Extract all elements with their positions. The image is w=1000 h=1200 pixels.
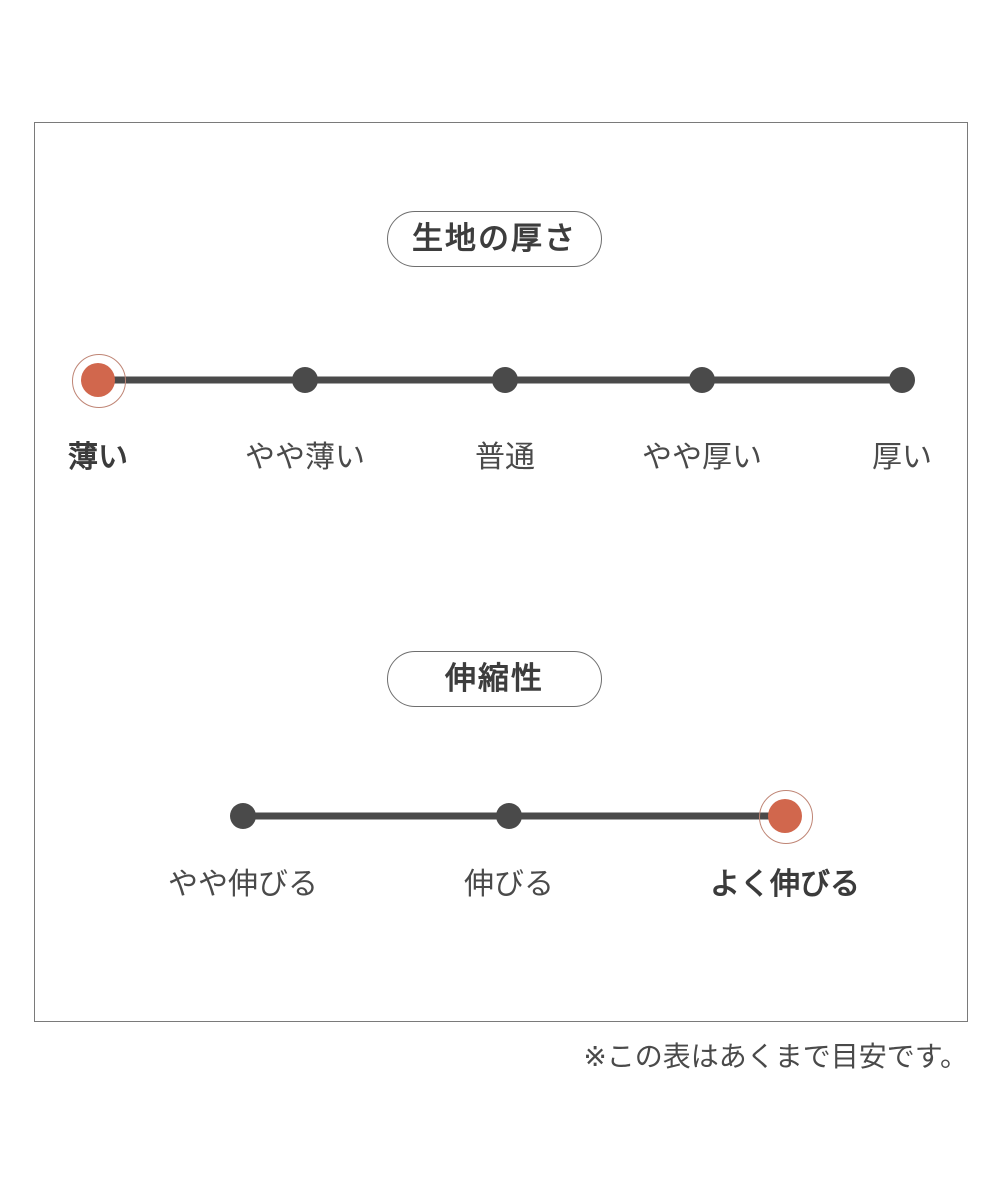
thickness-dot-2[interactable] <box>492 367 518 393</box>
stretch-label-0: やや伸びる <box>168 867 318 902</box>
stretch-tick-labels: やや伸びる 伸びる よく伸びる <box>0 870 1000 912</box>
thickness-label-4: 厚い <box>872 440 932 475</box>
thickness-label-2: 普通 <box>475 440 535 475</box>
section-badge-stretch-label: 伸縮性 <box>445 660 544 697</box>
section-badge-stretch: 伸縮性 <box>387 651 602 707</box>
thickness-tick-labels: 薄い やや薄い 普通 やや厚い 厚い <box>0 443 1000 485</box>
thickness-label-3: やや厚い <box>642 440 762 475</box>
stretch-label-1: 伸びる <box>464 867 554 902</box>
stretch-dot-1[interactable] <box>496 803 522 829</box>
stretch-scale <box>0 790 1000 844</box>
thickness-dot-3[interactable] <box>689 367 715 393</box>
stretch-dot-2[interactable] <box>759 790 813 844</box>
thickness-dot-4[interactable] <box>889 367 915 393</box>
stretch-label-2: よく伸びる <box>710 867 860 902</box>
thickness-scale <box>0 354 1000 408</box>
thickness-label-0: 薄い <box>68 440 128 475</box>
thickness-dot-0[interactable] <box>72 354 126 408</box>
stretch-dot-0[interactable] <box>230 803 256 829</box>
section-badge-thickness-label: 生地の厚さ <box>412 220 577 257</box>
thickness-label-1: やや薄い <box>245 440 365 475</box>
footer-disclaimer: ※この表はあくまで目安です。 <box>583 1040 968 1073</box>
thickness-dot-1[interactable] <box>292 367 318 393</box>
section-badge-thickness: 生地の厚さ <box>387 211 602 267</box>
chart-frame <box>34 122 968 1022</box>
